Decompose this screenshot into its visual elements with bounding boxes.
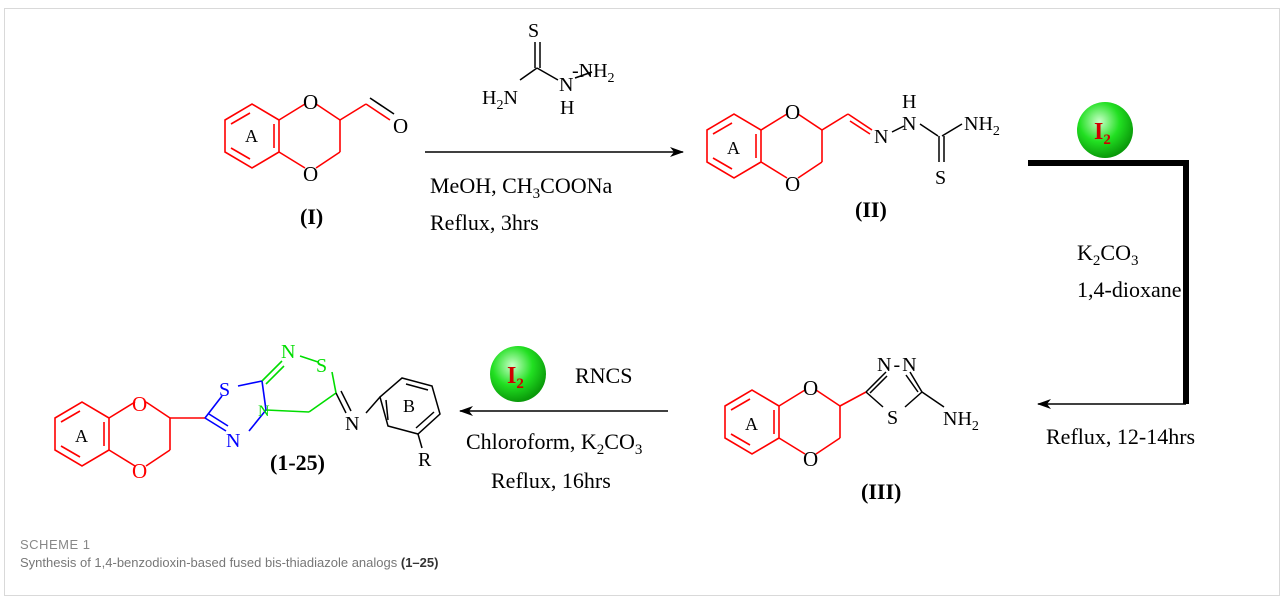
substituent-r-label: R bbox=[418, 449, 432, 471]
ring-a-label: A bbox=[727, 138, 740, 158]
sulfur-label: S bbox=[528, 20, 539, 42]
amine-label: NH2 bbox=[943, 408, 979, 434]
thiadiazole-formula-label: N-N bbox=[877, 354, 917, 376]
caption-title: SCHEME 1 bbox=[20, 537, 91, 552]
amine-label: -NH2 bbox=[572, 60, 615, 86]
amine-label: NH2 bbox=[964, 113, 1000, 139]
compound-ii bbox=[706, 113, 873, 179]
sulfur-label: S bbox=[316, 355, 327, 377]
oxygen-label: O bbox=[803, 447, 818, 471]
thiosemicarbazide-structure bbox=[519, 42, 593, 81]
sulfur-label: S bbox=[887, 407, 898, 429]
sulfur-label: S bbox=[219, 379, 230, 401]
oxygen-label: O bbox=[132, 392, 147, 416]
compound-ii-chain bbox=[891, 123, 963, 162]
ring-b-label: B bbox=[403, 396, 415, 416]
oxygen-label: O bbox=[132, 459, 147, 483]
sulfur-label: S bbox=[935, 167, 946, 189]
iodine-catalyst-icon: I2 bbox=[490, 346, 546, 402]
product-thiadiazole-blue bbox=[204, 380, 267, 432]
caption-text: Synthesis of 1,4-benzodioxin-based fused… bbox=[20, 555, 439, 570]
imine-nitrogen-label: N bbox=[874, 126, 888, 148]
product-label: (1-25) bbox=[270, 450, 325, 475]
oxygen-label: O bbox=[785, 100, 800, 124]
step3-conditions: Chloroform, K2CO3 bbox=[466, 429, 642, 458]
svg-text:I2: I2 bbox=[507, 363, 524, 392]
figure-border bbox=[4, 8, 1280, 596]
oxygen-label: O bbox=[803, 376, 818, 400]
compound-iii-label: (III) bbox=[861, 479, 901, 504]
nitrogen-label: N bbox=[281, 341, 295, 363]
nitrogen-label: N bbox=[559, 74, 573, 96]
reaction-scheme: A O O O (I) S H2N N H -NH2 MeOH, CH3COON… bbox=[54, 20, 1195, 504]
nitrogen-label: N bbox=[902, 113, 916, 135]
product-imine-aryl bbox=[335, 377, 441, 449]
product-benzodioxin bbox=[54, 401, 205, 467]
amine-label: H2N bbox=[482, 87, 518, 113]
step3-reagent: RNCS bbox=[575, 363, 632, 388]
step2-solvent: 1,4-dioxane bbox=[1077, 277, 1181, 302]
compound-i bbox=[224, 97, 395, 169]
reaction-path-step2 bbox=[1028, 160, 1189, 404]
ring-a-label: A bbox=[745, 414, 758, 434]
hydrogen-label: H bbox=[902, 91, 916, 113]
oxygen-label: O bbox=[785, 172, 800, 196]
nitrogen-label: N bbox=[226, 430, 240, 452]
product-thiadiazole-green bbox=[261, 355, 337, 413]
iodine-catalyst-icon: I2 bbox=[1077, 102, 1133, 158]
compound-ii-label: (II) bbox=[855, 197, 887, 222]
hydrogen-label: H bbox=[560, 97, 574, 119]
aldehyde-oxygen-label: O bbox=[393, 114, 408, 138]
imine-nitrogen-label: N bbox=[345, 413, 359, 435]
oxygen-label: O bbox=[303, 162, 318, 186]
bridgehead-nitrogen-label: N bbox=[258, 403, 270, 420]
step1-conditions: MeOH, CH3COONa bbox=[430, 173, 613, 202]
step2-base: K2CO3 bbox=[1077, 240, 1138, 269]
compound-iii bbox=[724, 389, 867, 455]
compound-iii-thiadiazole bbox=[865, 371, 945, 408]
step1-time: Reflux, 3hrs bbox=[430, 210, 539, 235]
ring-a-label: A bbox=[75, 426, 88, 446]
compound-i-label: (I) bbox=[300, 204, 323, 229]
oxygen-label: O bbox=[303, 90, 318, 114]
figure-caption: SCHEME 1 Synthesis of 1,4-benzodioxin-ba… bbox=[20, 537, 1260, 570]
step2-time: Reflux, 12-14hrs bbox=[1046, 424, 1195, 449]
svg-text:I2: I2 bbox=[1094, 119, 1111, 148]
ring-a-label: A bbox=[245, 126, 258, 146]
step3-time: Reflux, 16hrs bbox=[491, 468, 611, 493]
